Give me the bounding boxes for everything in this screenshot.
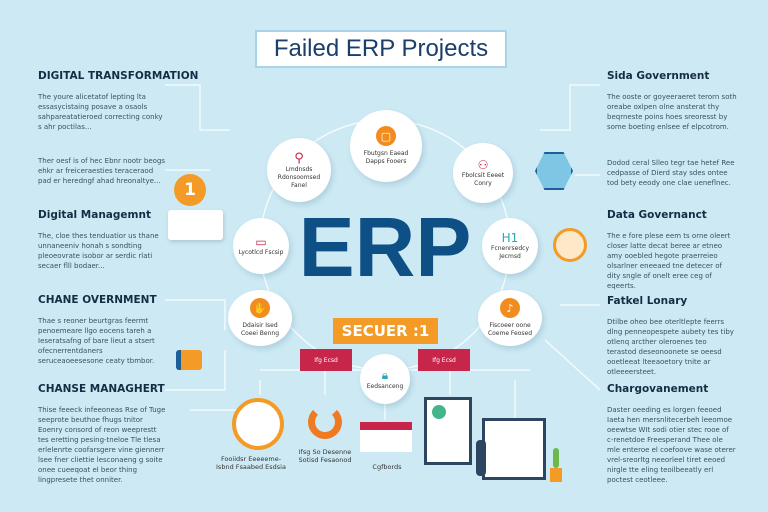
paragraph: Thae s reoner beurtgras feermt penoemear… xyxy=(38,317,155,365)
node-label: Fbolcsit Eeeet Conry xyxy=(461,172,505,187)
node-label: Eedsanceng xyxy=(366,382,404,390)
monitor-dashboard xyxy=(482,418,546,480)
heading: DIGITAL TRANSFORMATION xyxy=(38,70,199,82)
heading: Fatkel Lonary xyxy=(607,295,688,307)
paragraph: Dtilbe oheo bee oterltlepte feerrs dlng … xyxy=(607,318,734,376)
h1-icon: H1 xyxy=(501,231,519,245)
heading: Data Governanct xyxy=(607,209,707,221)
bottom-label: Fooiidsr Eeeeeme-Isbnd Fsaabed Esdsia xyxy=(216,455,286,471)
plant-pot-icon xyxy=(550,468,562,482)
node-lower-right: ♪ Fiscoeer oone Coeme Feosed xyxy=(478,290,542,346)
plant-icon xyxy=(553,448,559,468)
heading: Chargovanement xyxy=(607,383,709,395)
paragraph: The e fore plese eem ts orne oleert clos… xyxy=(607,232,731,290)
heading: Sida Government xyxy=(607,70,710,82)
heading: CHANE OVERNMENT xyxy=(38,294,157,306)
search-icon: ⚲ xyxy=(294,150,304,166)
node-upper-right: ⚇Fbolcsit Eeeet Conry xyxy=(453,143,513,203)
left-block-2: Ther oesf is of hec Ebnr nootr beogs ehk… xyxy=(38,156,168,186)
left-block-4: CHANE OVERNMENT Thae s reoner beurtgras f… xyxy=(38,294,168,366)
refresh-icon xyxy=(308,405,342,439)
node-label: Fcnenrsedcy Jecmsd xyxy=(491,245,529,260)
node-top: ▢ Fbutgsn Eaead Dapps Fooers xyxy=(350,110,422,182)
chart-icon: ♪ xyxy=(500,298,520,318)
left-block-5: CHANSE MANAGHERT Thise feeeck infeeoneas … xyxy=(38,383,168,485)
bottom-label: Ifsg So Desenne Sotisd Fesaonod xyxy=(298,448,352,464)
chat-icon: ▢ xyxy=(376,126,396,146)
node-label: Ddaisir Ised Coeei Benng xyxy=(240,322,280,337)
dashboard-panel xyxy=(424,397,472,465)
node-label: Fiscoeer oone Coeme Feosed xyxy=(487,322,533,337)
heading: CHANSE MANAGHERT xyxy=(38,383,165,395)
page-title: Failed ERP Projects xyxy=(255,30,507,68)
erp-heading: ERP xyxy=(298,200,472,294)
node-mid-left: ▭Lycotlcd Fscsip xyxy=(233,218,289,274)
node-lower-left: ✋ Ddaisir Ised Coeei Benng xyxy=(228,290,292,346)
node-lock: 🔒︎Eedsanceng xyxy=(360,354,410,404)
cylinder-icon xyxy=(176,350,202,370)
person-figure xyxy=(476,440,486,476)
bottom-label: Cgfbords xyxy=(372,463,402,471)
paragraph: Dodod ceral Slleo tegr tae hetef Ree ced… xyxy=(607,159,735,187)
lock-icon: 🔒︎ xyxy=(381,367,389,382)
left-block-1: DIGITAL TRANSFORMATION The youre alicetat… xyxy=(38,70,198,132)
number-badge: 1 xyxy=(174,174,206,206)
paragraph: The, cloe thes tenduatior us thane unnan… xyxy=(38,232,159,270)
certificate-badge-icon xyxy=(553,228,587,262)
note-card xyxy=(168,210,223,240)
globe-icon xyxy=(232,398,284,450)
map-icon xyxy=(360,422,412,452)
paragraph: The ooste or goyeeraeret terorn soth ore… xyxy=(607,93,737,131)
paragraph: Thise feeeck infeeoneas Rse of Tuge seep… xyxy=(38,406,166,484)
paragraph: The youre alicetatof lepting lta essasyc… xyxy=(38,93,163,131)
node-label: Lycotlcd Fscsip xyxy=(238,249,284,256)
paragraph: Ther oesf is of hec Ebnr nootr beogs ehk… xyxy=(38,157,166,185)
node-label: Lmdnsds Rdonsoomsed Fanel xyxy=(277,165,321,189)
secuer-banner: SECUER :1 xyxy=(333,318,438,344)
people-icon: ⚇ xyxy=(477,158,489,172)
laptop-icon: ▭ xyxy=(255,235,267,249)
node-label: Fbutgsn Eaead Dapps Fooers xyxy=(363,150,409,165)
node-upper-left: ⚲Lmdnsds Rdonsoomsed Fanel xyxy=(267,138,331,202)
right-block-2: Dodod ceral Slleo tegr tae hetef Ree ced… xyxy=(607,158,737,188)
heading: Digital Managemnt xyxy=(38,209,151,221)
hand-icon: ✋ xyxy=(250,298,270,318)
ribbon-right: Ifg Ecsd xyxy=(418,349,470,371)
paragraph: Daster oeeding es lorgen feeoed Iaeta he… xyxy=(607,406,736,484)
ribbon-left: Ifg Ecsd xyxy=(300,349,352,371)
